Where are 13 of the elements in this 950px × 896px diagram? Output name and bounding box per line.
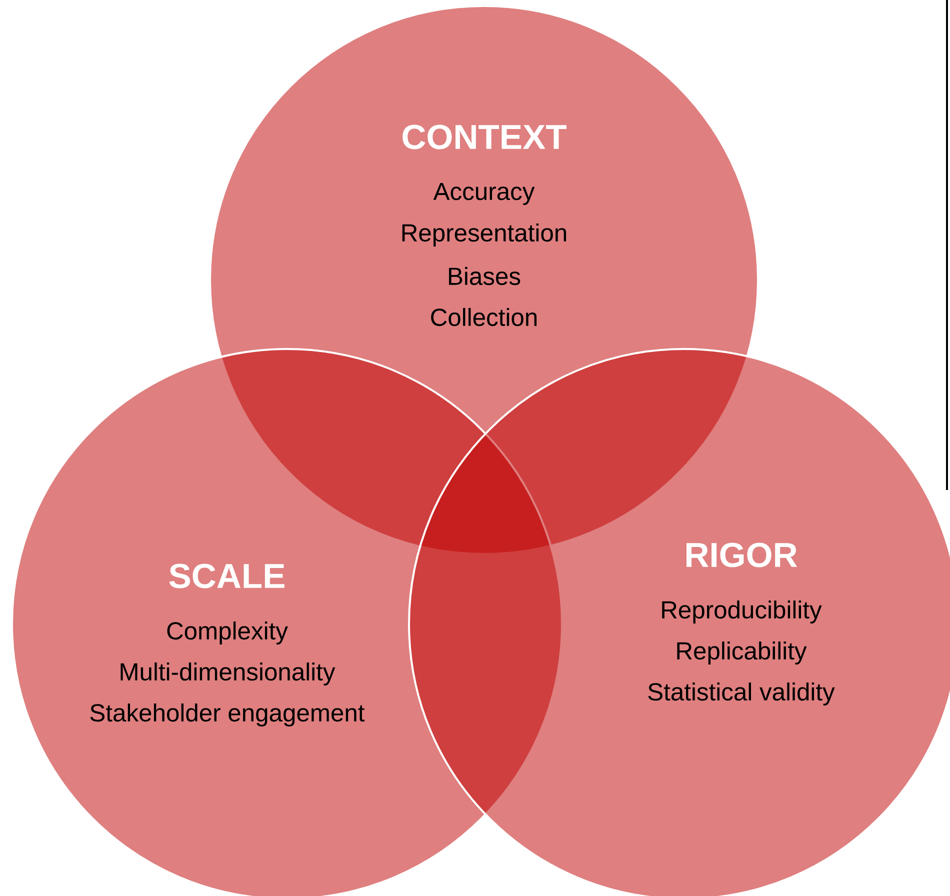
list-item: Replicability <box>677 642 807 664</box>
list-item: Biases <box>449 266 520 286</box>
list-item: Collection <box>431 308 537 326</box>
list-item: Complexity <box>167 622 288 644</box>
list-item: Representation <box>402 224 566 246</box>
circle-title: SCALE <box>169 564 284 588</box>
list-item: Reproducibility <box>662 600 822 624</box>
list-item: Statistical validity <box>648 682 835 706</box>
circle-title: RIGOR <box>686 542 798 568</box>
list-item: Multi-dimensionality <box>120 662 336 686</box>
list-item: Stakeholder engagement <box>90 704 365 726</box>
list-item: Accuracy <box>433 182 535 206</box>
circle-title: CONTEXT <box>402 124 566 150</box>
